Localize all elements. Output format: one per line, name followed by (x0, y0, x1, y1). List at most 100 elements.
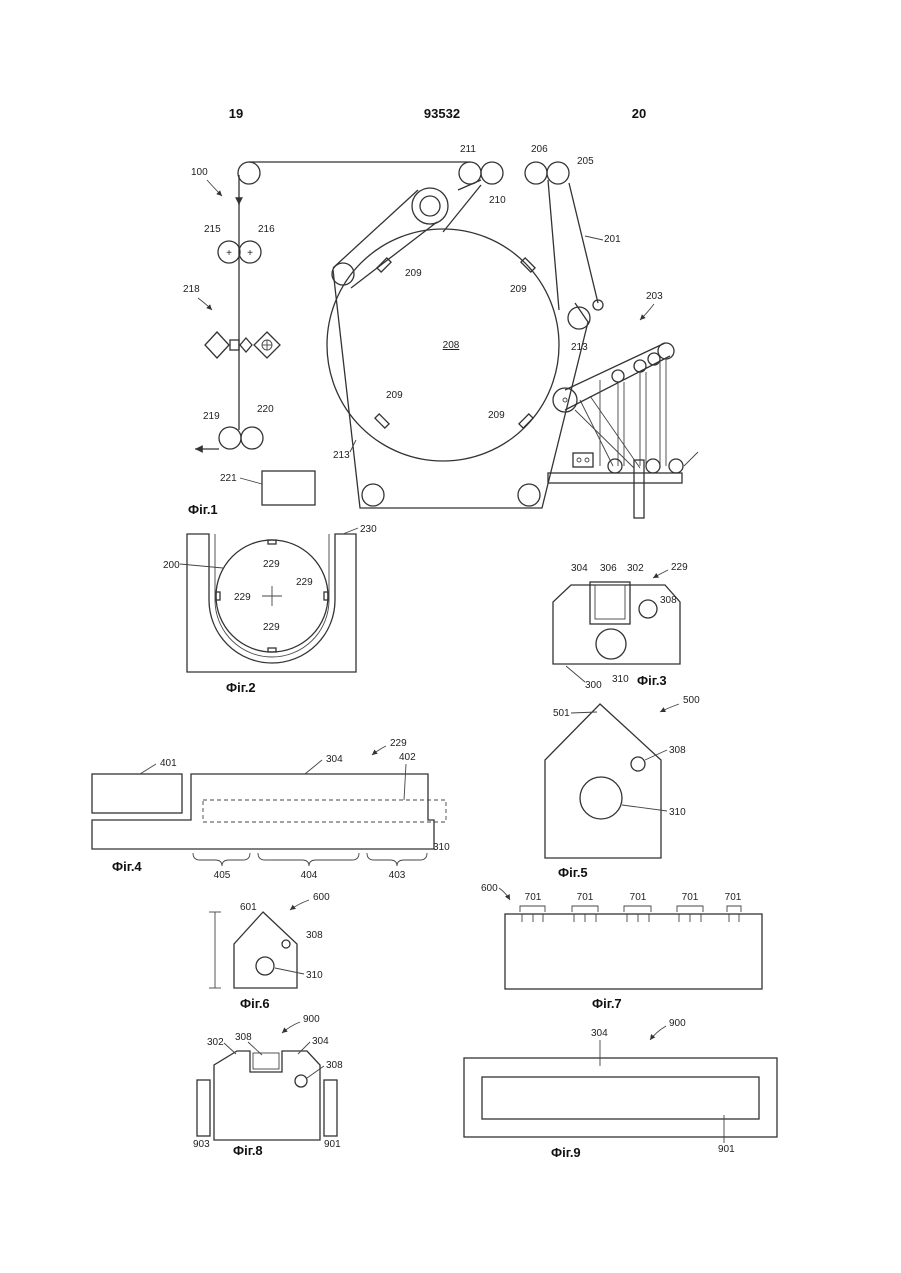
label-401: 401 (160, 758, 177, 769)
station-roller-203 (553, 388, 577, 412)
belt-roller-bottom-right (518, 484, 540, 506)
label-209-c: 209 (386, 390, 403, 401)
label-230: 230 (360, 524, 377, 535)
label-600: 600 (481, 883, 498, 894)
label-304: 304 (591, 1028, 608, 1039)
slot-308 (253, 1053, 279, 1069)
figure-3: 304 306 302 229 308 310 300 Фіг.3 (553, 562, 688, 691)
label-213-b: 213 (571, 342, 588, 353)
label-304: 304 (326, 754, 343, 765)
label-901: 901 (718, 1144, 735, 1155)
tray-230 (187, 534, 356, 672)
station-post (634, 460, 644, 518)
label-308-a: 308 (235, 1032, 252, 1043)
patent-number: 93532 (424, 106, 460, 121)
label-308-b: 308 (326, 1060, 343, 1071)
tension-roller-inner (420, 196, 440, 216)
label-220: 220 (257, 404, 274, 415)
segment-600-body (234, 912, 297, 988)
label-229-top: 229 (263, 559, 280, 570)
fig5-caption: Фіг.5 (558, 865, 588, 880)
label-901: 901 (324, 1139, 341, 1150)
fig9-caption: Фіг.9 (551, 1145, 581, 1160)
label-701-a: 701 (525, 892, 542, 903)
label-213-a: 213 (333, 450, 350, 461)
label-302: 302 (627, 563, 644, 574)
label-601: 601 (240, 902, 257, 913)
label-308: 308 (306, 930, 323, 941)
label-218: 218 (183, 284, 200, 295)
station-base (548, 473, 682, 483)
label-405: 405 (214, 870, 231, 881)
frame-304 (464, 1058, 777, 1137)
label-304: 304 (571, 563, 588, 574)
label-404: 404 (301, 870, 318, 881)
figure-6: 601 600 308 310 Фіг.6 (209, 892, 330, 1011)
fig1-caption: Фіг.1 (188, 502, 218, 517)
label-209-a: 209 (405, 268, 422, 279)
figure-8: 302 308 900 304 308 903 901 Фіг.8 (193, 1014, 343, 1158)
label-209-d: 209 (488, 410, 505, 421)
label-219: 219 (203, 411, 220, 422)
label-200: 200 (163, 560, 180, 571)
label-308: 308 (669, 745, 686, 756)
label-501: 501 (553, 708, 570, 719)
figure-4: 401 304 229 402 310 405 404 403 Фіг.4 (92, 738, 450, 881)
label-201: 201 (604, 234, 621, 245)
figure-7: 701 701 701 701 701 600 Фіг.7 (481, 883, 762, 1011)
label-211: 211 (460, 144, 476, 155)
roller-210 (481, 162, 503, 184)
label-208: 208 (443, 340, 460, 351)
label-221: 221 (220, 473, 237, 484)
label-600: 600 (313, 892, 330, 903)
page-number-right: 20 (632, 106, 646, 121)
hole-308 (295, 1075, 307, 1087)
roller-219 (219, 427, 241, 449)
segment-body-304 (92, 774, 434, 849)
label-302: 302 (207, 1037, 224, 1048)
hole-308 (631, 757, 645, 771)
label-209-b: 209 (510, 284, 527, 295)
label-229-bottom: 229 (263, 622, 280, 633)
label-403: 403 (389, 870, 406, 881)
label-308: 308 (660, 595, 677, 606)
svg-text:+: + (226, 248, 232, 259)
label-300: 300 (585, 680, 602, 691)
fig8-caption: Фіг.8 (233, 1143, 263, 1158)
hole-310 (256, 957, 274, 975)
fig4-caption: Фіг.4 (112, 859, 142, 874)
label-229: 229 (390, 738, 407, 749)
label-229-right: 229 (296, 577, 313, 588)
fig3-caption: Фіг.3 (637, 673, 667, 688)
fig1-diamond-left (205, 332, 229, 358)
label-205: 205 (577, 156, 594, 167)
label-310: 310 (669, 807, 686, 818)
fig2-caption: Фіг.2 (226, 680, 256, 695)
strip-600 (505, 914, 762, 989)
pad-903 (197, 1080, 210, 1136)
label-310: 310 (433, 842, 450, 853)
label-304: 304 (312, 1036, 329, 1047)
hole-308 (282, 940, 290, 948)
label-310: 310 (612, 674, 629, 685)
figure-9: 304 900 901 Фіг.9 (464, 1018, 777, 1160)
page-number-left: 19 (229, 106, 243, 121)
roller-211 (459, 162, 481, 184)
pad-901 (324, 1080, 337, 1136)
label-216: 216 (258, 224, 275, 235)
box-221 (262, 471, 315, 505)
fig7-tooth-marks (522, 914, 739, 922)
label-500: 500 (683, 695, 700, 706)
hole-308 (639, 600, 657, 618)
label-701-e: 701 (725, 892, 742, 903)
label-900: 900 (669, 1018, 686, 1029)
label-306: 306 (600, 563, 617, 574)
hole-310 (596, 629, 626, 659)
fig7-caption: Фіг.7 (592, 996, 622, 1011)
belt-roller-bottom-left (362, 484, 384, 506)
roller-220 (241, 427, 263, 449)
block-401 (92, 774, 182, 813)
hole-310 (580, 777, 622, 819)
label-701-b: 701 (577, 892, 594, 903)
figure-5: 501 500 308 310 Фіг.5 (545, 695, 700, 880)
